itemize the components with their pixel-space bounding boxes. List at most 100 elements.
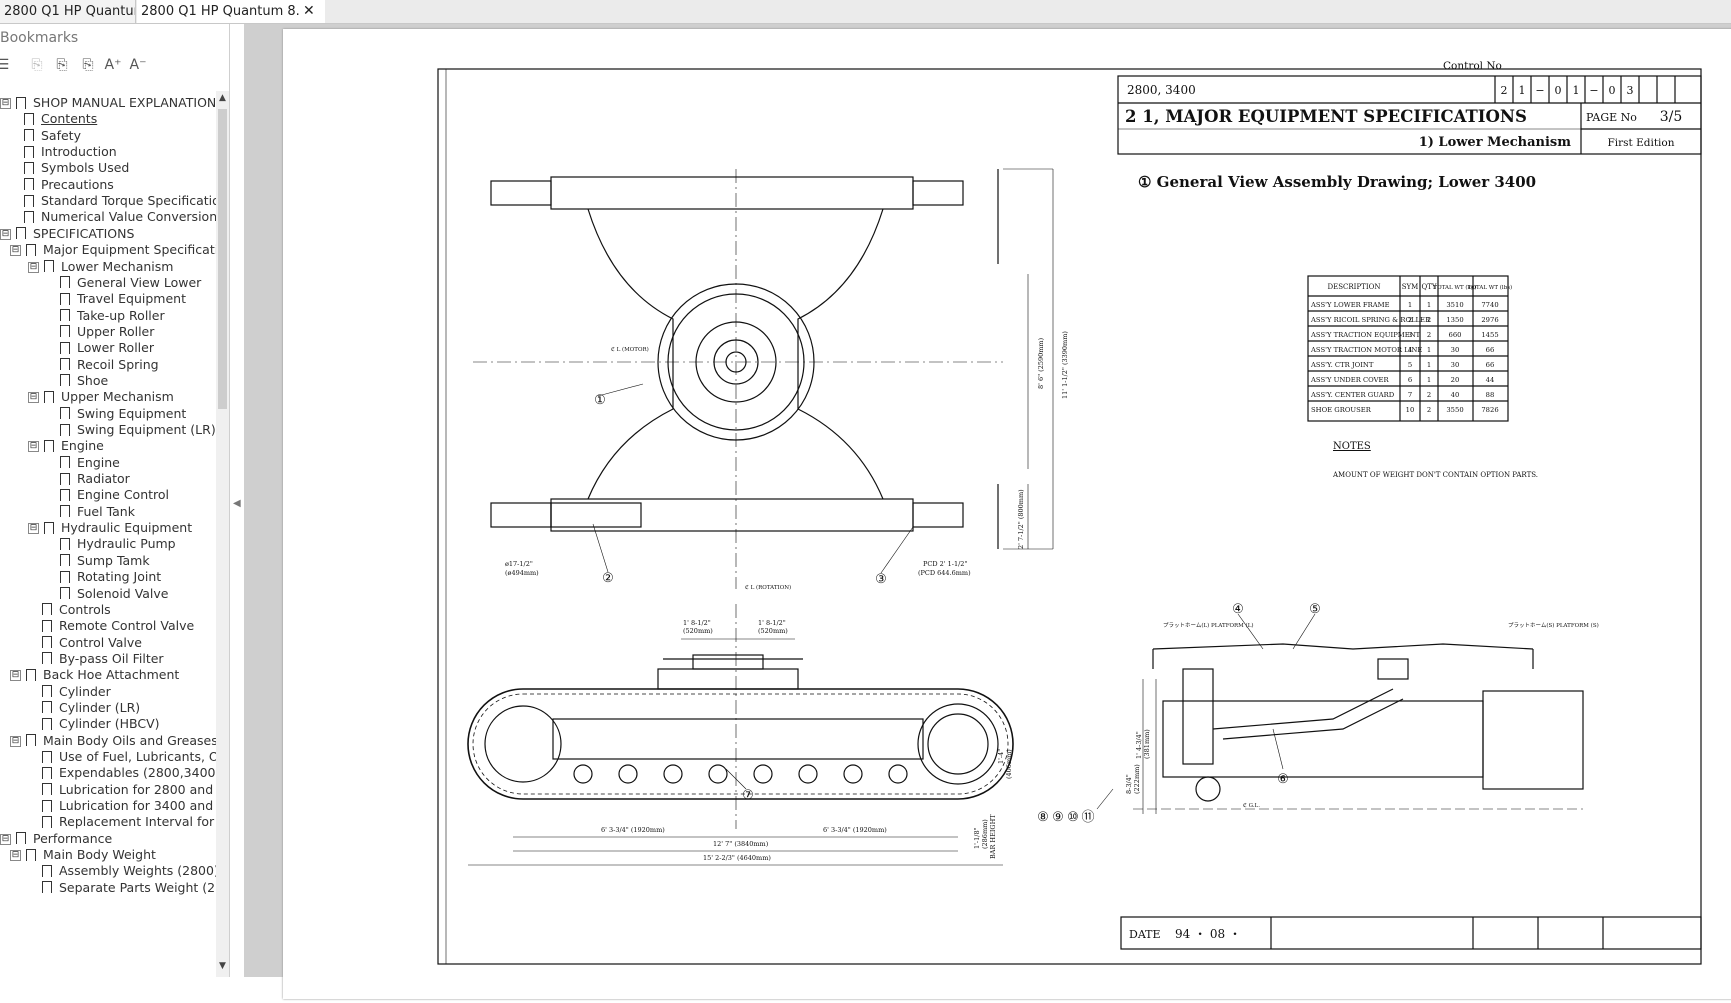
callout: ⑤ xyxy=(1309,602,1321,617)
drawing-title: ① General View Assembly Drawing; Lower 3… xyxy=(1138,173,1536,191)
bookmark-item[interactable]: Controls xyxy=(42,601,111,620)
bookmark-item[interactable]: Numerical Value Conversion Ta xyxy=(24,208,216,227)
bookmark-item[interactable]: Safety xyxy=(24,127,81,146)
collapse-panel-icon[interactable]: ◀ xyxy=(233,498,241,509)
collapse-toggle-icon[interactable]: ⊟ xyxy=(28,261,39,273)
bookmark-item[interactable]: ⊟Main Body Oils and Greases xyxy=(10,732,216,751)
bookmark-item[interactable]: ⊟Upper Mechanism xyxy=(28,388,174,407)
bookmark-item[interactable]: Contents xyxy=(24,110,97,129)
bookmark-item[interactable]: Recoil Spring xyxy=(60,356,159,375)
bookmark-item[interactable]: Rotating Joint xyxy=(60,568,161,587)
bookmark-item[interactable]: ⊟Performance xyxy=(0,830,112,849)
bookmark-item[interactable]: Swing Equipment xyxy=(60,405,186,424)
bookmark-item[interactable]: Sump Tamk xyxy=(60,552,150,571)
bookmark-icon[interactable]: ⎘ xyxy=(56,57,68,73)
dim-label: 12' 7" (3840mm) xyxy=(713,840,769,848)
bookmark-label: Major Equipment Specifications xyxy=(43,242,216,258)
bookmark-item[interactable]: ⊟ Back Hoe Attachment xyxy=(10,666,180,685)
bookmark-item[interactable]: Take-up Roller xyxy=(60,307,165,326)
bookmark-item[interactable]: Assembly Weights (2800) xyxy=(42,862,216,881)
bookmark-item[interactable]: Travel Equipment xyxy=(60,290,186,309)
dim-label: PCD 2' 1-1/2" xyxy=(923,560,967,568)
table-cell: 2 xyxy=(1427,316,1431,324)
callout: ② xyxy=(602,571,614,586)
table-cell: ASS'Y LOWER FRAME xyxy=(1310,301,1390,309)
collapse-toggle-icon[interactable]: ⊟ xyxy=(0,228,11,240)
collapse-toggle-icon[interactable]: ⊟ xyxy=(10,735,21,747)
drawing-sheet: Control No 2800, 3400 2 1 − 0 1 − 0 3 2 … xyxy=(437,60,1702,965)
bookmark-item[interactable]: Engine xyxy=(60,454,120,473)
bookmark-item[interactable]: Solenoid Valve xyxy=(60,585,169,603)
bookmark-new-icon[interactable]: ⎘ xyxy=(82,57,94,73)
bookmark-item[interactable]: Symbols Used xyxy=(24,159,129,178)
bookmark-item[interactable]: Engine Control xyxy=(60,486,169,505)
bookmark-item[interactable]: ⊟Main Body Weight xyxy=(10,846,156,865)
bookmark-icon xyxy=(60,456,70,473)
bookmark-item[interactable]: Control Valve xyxy=(42,634,142,653)
tab-document-1[interactable]: 2800 Q1 HP Quantum ... xyxy=(0,0,136,23)
bookmarks-toolbar: ☰ ⎘ ⎘ ⎘ A⁺ A⁻ xyxy=(0,54,229,78)
bookmark-item[interactable]: ⊟ Major Equipment Specifications xyxy=(10,241,216,260)
bookmark-item[interactable]: Standard Torque Specifications xyxy=(24,192,216,211)
bookmark-item[interactable]: Separate Parts Weight (28 xyxy=(42,879,216,898)
bookmark-item[interactable]: General View Lower xyxy=(60,274,201,293)
bookmark-icon xyxy=(60,374,70,391)
dim-label: ℭ L (MOTOR) xyxy=(611,346,649,353)
bookmarks-scrollbar[interactable]: ▲ ▼ xyxy=(216,91,229,977)
bookmark-item[interactable]: Precautions xyxy=(24,176,114,195)
bookmark-item[interactable]: Shoe xyxy=(60,372,108,391)
table-cell: ASS'Y. CTR JOINT xyxy=(1310,361,1374,369)
bookmark-item[interactable]: Lubrication for 2800 and El xyxy=(42,781,216,800)
close-tab-icon[interactable]: ✕ xyxy=(303,3,315,19)
tab-document-2[interactable]: 2800 Q1 HP Quantum 8... xyxy=(137,0,325,23)
dim-label: プラットホーム(S) PLATFORM (S) xyxy=(1508,622,1599,629)
scroll-down-icon[interactable]: ▼ xyxy=(219,961,226,971)
collapse-toggle-icon[interactable]: ⊟ xyxy=(0,833,11,845)
table-cell: 1455 xyxy=(1481,331,1498,339)
font-decrease-icon[interactable]: A⁻ xyxy=(129,57,147,73)
font-increase-icon[interactable]: A⁺ xyxy=(104,57,122,73)
bookmark-item[interactable]: Remote Control Valve xyxy=(42,617,194,636)
collapse-toggle-icon[interactable]: ⊟ xyxy=(0,98,11,109)
bookmark-label: Use of Fuel, Lubricants, Oil xyxy=(59,749,216,764)
bookmark-item[interactable]: Lower Roller xyxy=(60,339,154,358)
collapse-toggle-icon[interactable]: ⊟ xyxy=(10,670,21,682)
bookmark-item[interactable]: Cylinder (LR) xyxy=(42,699,140,718)
bookmark-item[interactable]: ⊟Engine xyxy=(28,437,104,456)
control-digit: − xyxy=(1535,84,1544,97)
bookmark-item[interactable]: Cylinder (HBCV) xyxy=(42,715,160,734)
bookmark-icon xyxy=(60,358,70,375)
notes-title: NOTES xyxy=(1333,441,1371,452)
bookmark-item[interactable]: Use of Fuel, Lubricants, Oil xyxy=(42,748,216,767)
collapse-toggle-icon[interactable]: ⊟ xyxy=(28,523,39,535)
bookmark-item[interactable]: ⊟Hydraulic Equipment xyxy=(28,519,192,538)
bookmark-item[interactable]: Cylinder xyxy=(42,683,111,702)
collapse-toggle-icon[interactable]: ⊟ xyxy=(28,392,39,404)
bookmark-item[interactable]: Radiator xyxy=(60,470,130,489)
menu-icon[interactable]: ☰ xyxy=(0,57,10,73)
bookmark-item[interactable]: Hydraulic Pump xyxy=(60,535,176,554)
collapse-toggle-icon[interactable]: ⊟ xyxy=(10,245,21,257)
bookmark-item[interactable]: ⊟SHOP MANUAL EXPLANATION xyxy=(0,94,216,113)
bookmark-item[interactable]: Upper Roller xyxy=(60,323,154,342)
bookmark-item[interactable]: ⊟SPECIFICATIONS xyxy=(0,225,134,244)
scroll-up-icon[interactable]: ▲ xyxy=(219,93,226,103)
bookmark-add-icon[interactable]: ⎘ xyxy=(31,57,43,73)
bookmark-item[interactable]: Expendables (2800,3400) xyxy=(42,764,216,783)
bookmark-item[interactable]: ⊟Lower Mechanism xyxy=(28,258,173,276)
table-cell: 2 xyxy=(1427,331,1431,339)
bookmark-item[interactable]: Swing Equipment (LR) xyxy=(60,421,216,440)
edition-text: First Edition xyxy=(1607,137,1674,149)
bookmark-item[interactable]: By-pass Oil Filter xyxy=(42,650,164,669)
bookmark-item[interactable]: Replacement Interval for H xyxy=(42,813,216,832)
scroll-thumb[interactable] xyxy=(218,109,227,409)
collapse-toggle-icon[interactable]: ⊟ xyxy=(28,441,39,453)
bookmark-icon xyxy=(24,178,34,195)
bookmark-item[interactable]: Fuel Tank xyxy=(60,503,135,522)
bookmark-label: Back Hoe Attachment xyxy=(43,667,180,683)
bookmark-item[interactable]: Introduction xyxy=(24,143,117,162)
bookmark-label: Introduction xyxy=(41,144,117,160)
bookmark-item[interactable]: Lubrication for 3400 and El xyxy=(42,797,216,816)
table-cell: 30 xyxy=(1451,361,1460,369)
collapse-toggle-icon[interactable]: ⊟ xyxy=(10,850,21,862)
